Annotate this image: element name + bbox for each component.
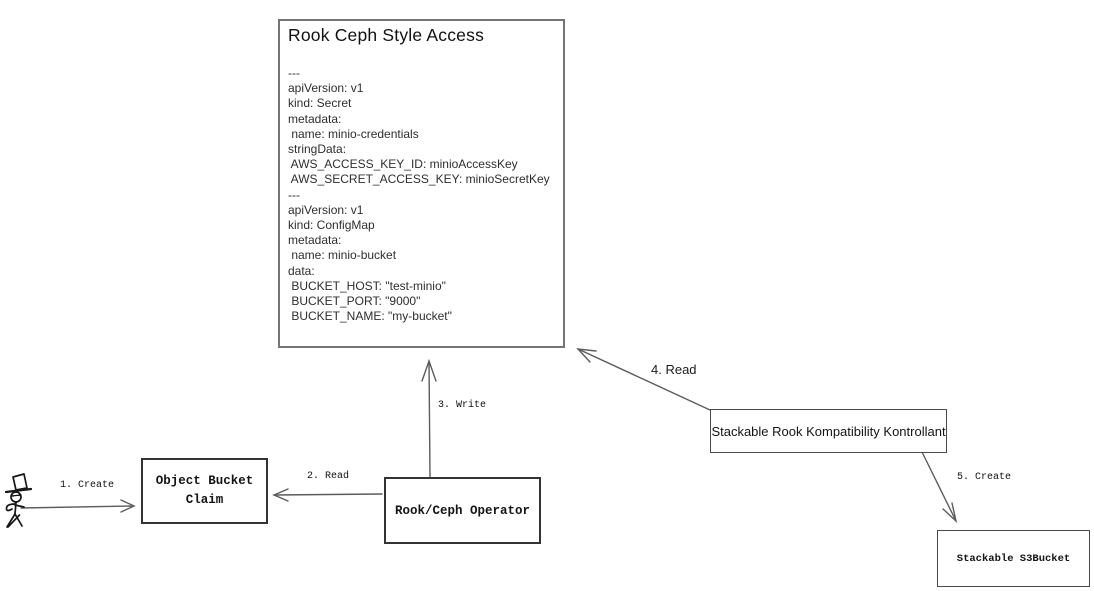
- yaml-line: data:: [288, 263, 315, 278]
- arrow-write-3: [421, 358, 437, 479]
- node-stackable-s3bucket: Stackable S3Bucket: [937, 530, 1090, 587]
- arrow-read-4: [576, 348, 711, 411]
- yaml-line: AWS_SECRET_ACCESS_KEY: minioSecretKey: [288, 172, 550, 187]
- rook-ceph-style-access-box: [278, 19, 565, 348]
- edge-label-4-read: 4. Read: [651, 362, 697, 377]
- yaml-line: metadata:: [288, 111, 342, 126]
- user-stick-figure-icon: [4, 473, 33, 528]
- yaml-line: ---: [288, 187, 300, 202]
- node-stackable-rook-kompatibility-kontrollant-label: Stackable Rook Kompatibility Kontrollant: [711, 423, 946, 439]
- yaml-line: kind: ConfigMap: [288, 218, 375, 233]
- node-stackable-rook-kompatibility-kontrollant: Stackable Rook Kompatibility Kontrollant: [710, 409, 947, 453]
- arrow-read-2: [272, 488, 383, 502]
- yaml-line: name: minio-bucket: [288, 248, 397, 263]
- yaml-line: kind: Secret: [288, 96, 352, 111]
- node-rook-ceph-operator: Rook/Ceph Operator: [384, 477, 541, 544]
- yaml-manifest-text: --- apiVersion: v1 kind: Secret metadata…: [288, 66, 550, 324]
- arrow-create-5: [921, 451, 958, 524]
- yaml-line: name: minio-credentials: [288, 126, 419, 141]
- node-object-bucket-claim: Object Bucket Claim: [141, 458, 268, 524]
- yaml-line: apiVersion: v1: [288, 81, 364, 96]
- yaml-line: BUCKET_HOST: "test-minio": [288, 278, 446, 293]
- main-box-title: Rook Ceph Style Access: [288, 25, 485, 45]
- edge-label-5-create: 5. Create: [957, 472, 1012, 483]
- yaml-line: ---: [288, 66, 300, 80]
- edge-label-2-read: 2. Read: [307, 471, 350, 482]
- yaml-line: apiVersion: v1: [288, 202, 364, 217]
- arrow-create-1: [20, 499, 136, 513]
- node-stackable-s3bucket-label: Stackable S3Bucket: [956, 552, 1071, 565]
- yaml-line: BUCKET_PORT: "9000": [288, 294, 421, 309]
- yaml-line: AWS_ACCESS_KEY_ID: minioAccessKey: [288, 157, 518, 172]
- node-object-bucket-claim-label: Object Bucket Claim: [155, 474, 254, 507]
- edge-label-1-create: 1. Create: [60, 480, 115, 491]
- node-rook-ceph-operator-label: Rook/Ceph Operator: [394, 503, 531, 518]
- yaml-line: BUCKET_NAME: "my-bucket": [288, 309, 452, 324]
- yaml-line: stringData:: [288, 142, 347, 157]
- yaml-line: metadata:: [288, 233, 342, 248]
- edge-label-3-write: 3. Write: [438, 400, 487, 411]
